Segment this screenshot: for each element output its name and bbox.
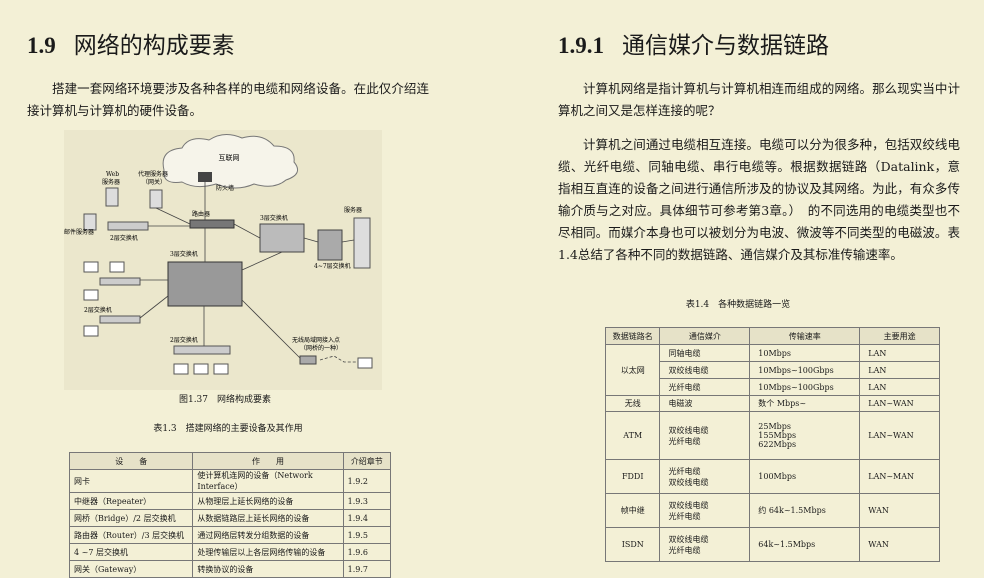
proxy-label-2: （网关）	[142, 178, 166, 186]
table-1-4-caption: 表1.4 各种数据链路一览	[685, 300, 791, 310]
table-1-3: 设 备 作 用 介绍章节 网卡使计算机连网的设备（Network Interfa…	[68, 452, 392, 578]
table-header: 设 备	[68, 452, 194, 470]
web-server-label-2: 服务器	[102, 178, 120, 186]
intro-paragraph: 搭建一套网络环境要涉及各种各样的电缆和网络设备。在此仅介绍连接计算机与计算机的硬…	[27, 81, 429, 118]
l2-switch-a-icon	[107, 221, 149, 231]
l3-switch-a-label: 3层交换机	[260, 214, 288, 222]
router-icon	[189, 219, 235, 229]
wireless-ap-icon	[299, 355, 317, 365]
table-header: 通信媒介	[659, 327, 751, 345]
table-header: 传输速率	[749, 327, 861, 345]
l3-switch-b-icon	[167, 261, 243, 307]
l2-switch-a-label: 2层交换机	[110, 234, 138, 242]
l4-7-switch-label: 4~7层交换机	[314, 262, 351, 270]
paragraph-1: 计算机网络是指计算机与计算机相连而组成的网络。那么现实当中计算机之间又是怎样连接…	[558, 81, 960, 118]
router-label: 路由器	[192, 210, 210, 218]
proxy-label: 代理服务器	[138, 170, 168, 178]
internet-label: 互联网	[219, 153, 240, 162]
l2-switch-bottom-icon	[173, 345, 231, 355]
web-server-icon	[105, 187, 119, 207]
pc-icon	[109, 261, 125, 273]
pc-icon	[83, 325, 99, 337]
ap-label-2: （网桥的一种）	[300, 344, 342, 352]
web-server-label: Web	[106, 171, 119, 178]
pc-icon	[83, 289, 99, 301]
pc-icon	[213, 363, 229, 375]
table-header: 数据链路名	[604, 327, 661, 345]
pc-icon	[193, 363, 209, 375]
laptop-icon	[357, 357, 373, 369]
l4-7-switch-icon	[317, 229, 343, 261]
ap-label: 无线局域网接入点	[292, 336, 340, 344]
table-row: 网卡使计算机连网的设备（Network Interface）1.9.2	[68, 469, 392, 493]
paragraph-2: 计算机之间通过电缆相互连接。电缆可以分为很多种，包括双绞线电缆、光纤电缆、同轴电…	[558, 137, 960, 262]
table-header: 作 用	[192, 452, 344, 470]
pc-icon	[83, 261, 99, 273]
l2-switch-b-icon	[99, 277, 141, 286]
server-rack-icon	[353, 217, 371, 269]
server-label: 服务器	[344, 206, 362, 214]
l2-switch-b-label: 2层交换机	[84, 306, 112, 314]
figure-caption: 图1.37 网络构成要素	[178, 395, 272, 405]
l2-switch-bottom-label: 2层交换机	[170, 336, 198, 344]
mail-server-icon	[83, 213, 97, 231]
l3-switch-a-icon	[259, 223, 305, 253]
table-header: 介绍章节	[342, 452, 392, 470]
firewall-label: 防火墙	[216, 184, 234, 192]
mail-server-label: 邮件服务器	[64, 228, 94, 236]
table-header: 主要用途	[859, 327, 940, 345]
proxy-server-icon	[149, 189, 163, 209]
table-row: 无线电磁波数个 Mbps~LAN~WAN	[604, 395, 940, 412]
l3-switch-b-label: 3层交换机	[170, 250, 198, 258]
pc-icon	[173, 363, 189, 375]
l2-switch-c-icon	[99, 315, 141, 324]
firewall-icon	[198, 172, 212, 182]
network-diagram: 互联网 防火墙 Web 服务器 代理服务器 （网关） 邮件服务器 2层交换机 路…	[64, 130, 382, 390]
table-1-3-caption: 表1.3 搭建网络的主要设备及其作用	[153, 424, 303, 434]
